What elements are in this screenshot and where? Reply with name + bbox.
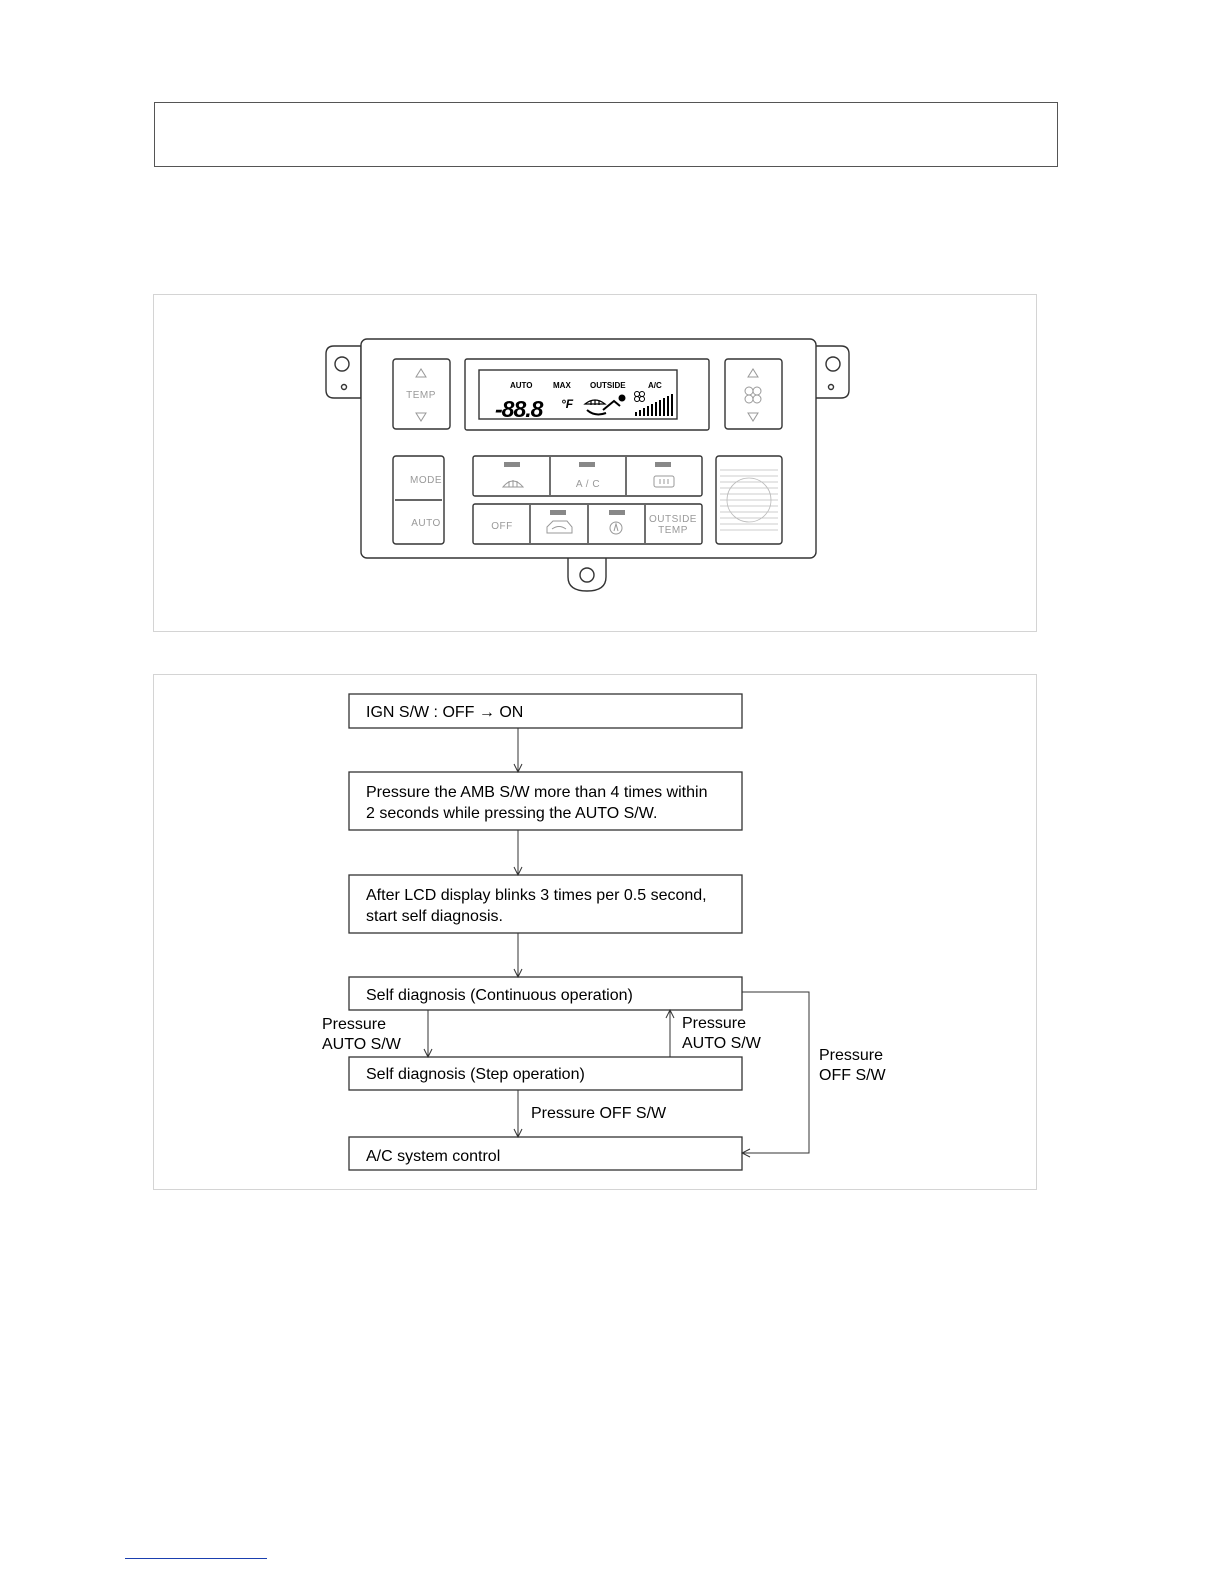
lcd-readout: -88.8 [495, 396, 544, 422]
fresh-air-icon [609, 521, 623, 535]
lcd-defrost-icon [583, 399, 607, 405]
step-lcd-text-line1: After LCD display blinks 3 times per 0.5… [366, 887, 707, 904]
step-continuous-text: Self diagnosis (Continuous operation) [366, 987, 633, 1004]
left-mount-hole [334, 356, 350, 372]
lcd-airflow-icon [586, 394, 626, 416]
outside-temp-label-line1: OUTSIDE [649, 514, 697, 525]
mode-auto-block [392, 455, 445, 545]
rear-defog-icon [653, 475, 675, 488]
footer-link-rule [125, 1558, 267, 1559]
step-continuous-box [348, 976, 743, 1011]
step-amb-box [348, 771, 743, 831]
step-ign-text: IGN S/W : OFF → ON [366, 704, 523, 721]
indicator-leds [504, 462, 671, 515]
outside-temp-label-line2: TEMP [658, 525, 688, 536]
step-amb-text-line2: 2 seconds while pressing the AUTO S/W. [366, 805, 657, 822]
edge-continuous-to-ac-control [742, 991, 810, 1153]
temp-rocker-button [392, 358, 451, 430]
self-diagnosis-flowchart: IGN S/W : OFF → ON Pressure the AMB S/W … [153, 674, 1037, 1190]
lcd-max-label: MAX [553, 381, 571, 390]
step-lcd-text-line2: start self diagnosis. [366, 908, 503, 925]
step-step-op-box [348, 1056, 743, 1091]
auto-button-label: AUTO [411, 518, 441, 529]
temp-label: TEMP [406, 390, 436, 401]
mode-button-label: MODE [410, 475, 442, 486]
lcd-ac-label: A/C [648, 381, 662, 390]
step-ign-box [348, 693, 743, 729]
recirculation-icon [546, 520, 573, 534]
right-mount-hole [825, 356, 841, 372]
edge-label-bottom: Pressure OFF S/W [531, 1105, 667, 1122]
lcd-auto-label: AUTO [510, 381, 533, 390]
front-defrost-icon [501, 480, 525, 488]
off-button-label: OFF [491, 521, 513, 532]
edge-label-right-line1: Pressure [682, 1015, 746, 1032]
fan-up-arrow-icon [747, 368, 759, 378]
sensor-grille [715, 455, 783, 545]
lcd-fan-level-bar-graph-icon [635, 394, 673, 416]
control-panel-drawing: TEMP AUTO MAX OUTSIDE A/C -88.8 °F [325, 338, 850, 592]
edge-label-right-line2: AUTO S/W [682, 1035, 762, 1052]
edge-label-left-line1: Pressure [322, 1016, 386, 1033]
lcd-fan-icon [634, 391, 645, 402]
flowchart-drawing: IGN S/W : OFF → ON Pressure the AMB S/W … [322, 693, 887, 1171]
edge-label-off-line2: OFF S/W [819, 1067, 887, 1084]
fan-icon [744, 386, 762, 404]
right-mount-screw [827, 383, 835, 391]
step-ac-control-box [348, 1136, 743, 1171]
lcd-screen [478, 369, 678, 420]
lcd-bezel [464, 358, 710, 431]
lcd-outside-label: OUTSIDE [590, 381, 626, 390]
temp-down-arrow-icon [415, 412, 427, 422]
header-box [154, 102, 1058, 167]
control-panel-figure: TEMP AUTO MAX OUTSIDE A/C -88.8 °F [153, 294, 1037, 632]
edge-label-off-line1: Pressure [819, 1047, 883, 1064]
top-button-row [472, 455, 703, 497]
grille-slats [720, 469, 778, 531]
fan-down-arrow-icon [747, 412, 759, 422]
fan-rocker-button [724, 358, 783, 430]
left-mount-screw [340, 383, 348, 391]
step-step-op-text: Self diagnosis (Step operation) [366, 1066, 585, 1083]
panel-housing [360, 338, 817, 559]
bottom-mount-hole [579, 567, 595, 583]
step-lcd-box [348, 874, 743, 934]
temp-up-arrow-icon [415, 368, 427, 378]
bottom-mount-tab [567, 556, 607, 592]
step-ac-control-text: A/C system control [366, 1148, 500, 1165]
ac-button-label: A / C [576, 479, 600, 490]
bottom-button-row [472, 503, 703, 545]
edge-label-left-line2: AUTO S/W [322, 1036, 402, 1053]
lcd-unit: °F [561, 397, 574, 411]
right-mount-tab [813, 345, 850, 399]
step-amb-text-line1: Pressure the AMB S/W more than 4 times w… [366, 784, 707, 801]
left-mount-tab [325, 345, 362, 399]
